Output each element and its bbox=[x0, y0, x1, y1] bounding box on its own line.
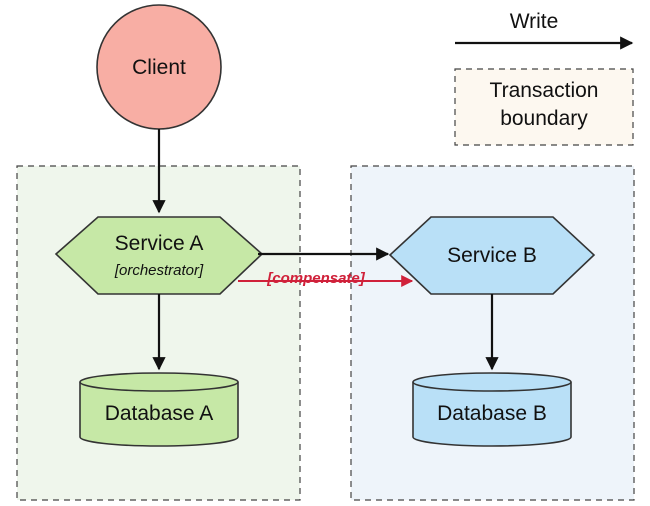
database-b-node: Database B bbox=[412, 372, 572, 447]
legend-transaction-boundary: Transaction boundary bbox=[454, 68, 634, 146]
database-a-label: Database A bbox=[105, 402, 214, 425]
legend-boundary-box bbox=[454, 68, 634, 146]
database-a-node: Database A bbox=[79, 372, 239, 447]
client-node: Client bbox=[96, 4, 222, 130]
legend-write: Write bbox=[455, 10, 634, 50]
database-a-cylinder bbox=[79, 382, 239, 447]
client-label: Client bbox=[132, 56, 186, 79]
legend-write-label: Write bbox=[510, 10, 559, 33]
service-b-label: Service B bbox=[447, 244, 537, 267]
service-b-hexagon bbox=[388, 216, 596, 295]
legend-boundary-line2: boundary bbox=[500, 107, 588, 130]
compensate-edge: [compensate] bbox=[238, 270, 414, 287]
service-a-label: Service A bbox=[115, 232, 204, 255]
service-a-role: [orchestrator] bbox=[114, 262, 204, 279]
database-b-top bbox=[412, 372, 572, 392]
legend-boundary-line1: Transaction bbox=[490, 79, 599, 102]
compensate-label: [compensate] bbox=[266, 270, 366, 287]
database-b-label: Database B bbox=[437, 402, 547, 425]
service-b-node: Service B bbox=[388, 216, 596, 295]
database-a-top bbox=[79, 372, 239, 392]
service-a-hexagon bbox=[54, 216, 264, 295]
service-a-node: Service A [orchestrator] bbox=[54, 216, 264, 295]
database-b-cylinder bbox=[412, 382, 572, 447]
